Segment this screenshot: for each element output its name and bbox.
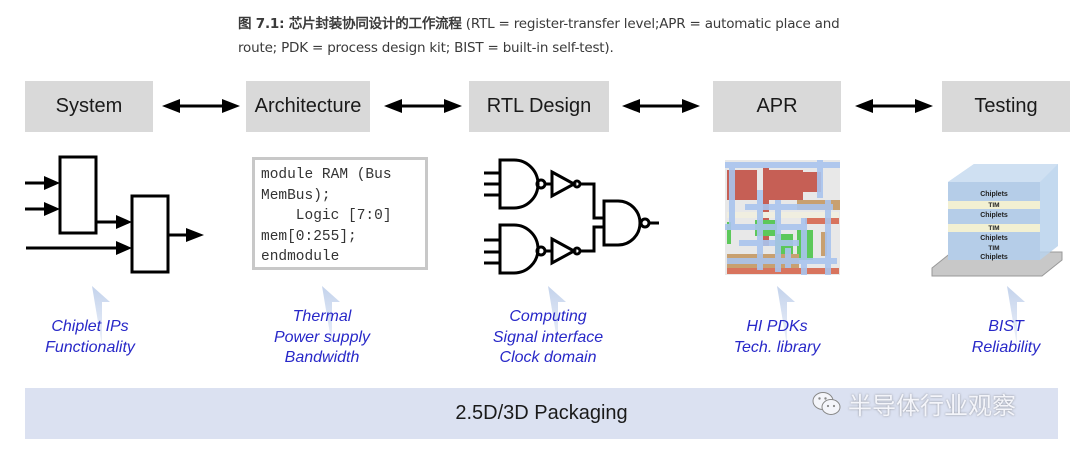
stack-layer-label: TIM [988, 245, 999, 252]
wechat-icon [812, 391, 841, 415]
caption-label: 图 7.1: 芯片封装协同设计的工作流程 [238, 16, 462, 32]
code-line: endmodule [261, 249, 340, 265]
stage-label: Architecture [254, 95, 362, 117]
stage-label: System [55, 95, 123, 117]
double-arrow-icon [384, 99, 462, 113]
stage-label: APR [756, 95, 798, 117]
requirement-line: HI PDKs [746, 318, 808, 335]
requirement-line: Tech. library [733, 338, 821, 356]
stage-architecture: Architecture [246, 81, 370, 132]
up-arrow-icon [1007, 286, 1025, 346]
requirement-line: Functionality [45, 338, 135, 356]
stack-layer-label: Chiplets [980, 235, 1008, 242]
up-arrow-icon [322, 286, 340, 346]
figure-caption: 图 7.1: 芯片封装协同设计的工作流程 (RTL = register-tra… [238, 12, 858, 60]
stage-system: System [25, 81, 153, 132]
requirement-line: Chiplet IPs [51, 318, 129, 335]
up-arrow-icon [92, 286, 110, 346]
requirement-line: Computing [509, 308, 587, 325]
watermark: 半导体行业观察 [812, 386, 1016, 421]
caption-text: (RTL = register-transfer level;APR = aut… [238, 16, 840, 56]
stack-layer-label: Chiplets [980, 191, 1008, 198]
requirement-line: Signal interface [492, 328, 604, 346]
code-line: MemBus); [261, 187, 331, 204]
packaging-base-bar: 2.5D/3D Packaging [25, 388, 1058, 439]
stack-layer-label: TIM [988, 225, 999, 232]
stage-apr: APR [713, 81, 841, 132]
requirement-line: BIST [988, 318, 1024, 335]
watermark-label: 半导体行业观察 [848, 392, 1016, 420]
stack-layer-label: TIM [988, 202, 999, 209]
double-arrow-icon [622, 99, 700, 113]
stage-testing: Testing [942, 81, 1070, 132]
stage-rtl-design: RTL Design [469, 81, 609, 132]
chiplet-stack-icon: Chiplets TIM Chiplets TIM Chiplets TIM C… [931, 164, 1063, 277]
system-block-diagram-icon [25, 155, 204, 274]
stage-label: RTL Design [486, 95, 592, 117]
requirement-testing: BIST Reliability [916, 317, 1080, 358]
code-line: mem[0:255]; [261, 228, 357, 245]
stack-layer-label: Chiplets [980, 254, 1008, 261]
requirement-line: Bandwidth [284, 349, 360, 366]
up-arrow-icon [777, 286, 795, 346]
requirement-line: Power supply [273, 328, 371, 346]
stage-label: Testing [974, 95, 1038, 117]
requirement-line: Clock domain [499, 349, 597, 366]
stack-layer-label: Chiplets [980, 212, 1008, 219]
logic-gates-icon [484, 158, 659, 275]
double-arrow-icon [162, 99, 240, 113]
base-label: 2.5D/3D Packaging [455, 402, 628, 424]
code-line: Logic [7:0] [261, 208, 392, 224]
requirement-line: Thermal [292, 308, 352, 325]
apr-layout-icon [725, 160, 840, 275]
requirement-line: Reliability [971, 338, 1041, 356]
code-line: module RAM (Bus [261, 167, 392, 183]
up-arrow-icon [548, 286, 566, 346]
double-arrow-icon [855, 99, 933, 113]
